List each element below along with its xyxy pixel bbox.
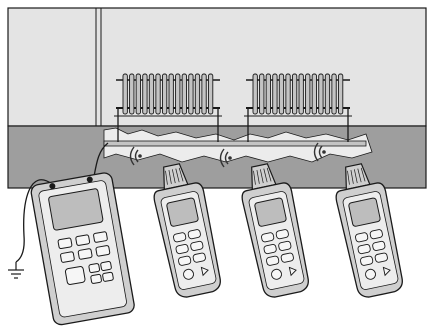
ground-symbol-icon bbox=[8, 262, 24, 278]
radiator-fin bbox=[338, 74, 342, 114]
radiator-fin bbox=[312, 74, 316, 114]
radiator-fin bbox=[273, 74, 277, 114]
radiator-fin bbox=[202, 74, 206, 114]
receiver-screen bbox=[166, 198, 198, 227]
radiator-fin bbox=[325, 74, 329, 114]
radiator-fin bbox=[143, 74, 147, 114]
radiator-fin bbox=[176, 74, 180, 114]
radiator-fin bbox=[149, 74, 153, 114]
buried-pipe bbox=[104, 141, 366, 146]
radiator-fin bbox=[306, 74, 310, 114]
radiator-fin bbox=[136, 74, 140, 114]
radiator-fin bbox=[130, 74, 134, 114]
radiator-fin bbox=[260, 74, 264, 114]
radiator-fin bbox=[332, 74, 336, 114]
radiator-fin bbox=[195, 74, 199, 114]
radiator-fin bbox=[208, 74, 212, 114]
radiator-fin bbox=[319, 74, 323, 114]
radiator-fin bbox=[169, 74, 173, 114]
signal-dot bbox=[322, 150, 326, 154]
radiator-fin bbox=[299, 74, 303, 114]
radiator-fin bbox=[266, 74, 270, 114]
transmitter-unit bbox=[30, 172, 135, 326]
radiator-fin bbox=[156, 74, 160, 114]
room bbox=[8, 8, 426, 188]
receiver-screen bbox=[348, 198, 380, 227]
radiator-fin bbox=[253, 74, 257, 114]
radiator-fin bbox=[279, 74, 283, 114]
signal-dot bbox=[228, 156, 232, 160]
radiator-fin bbox=[286, 74, 290, 114]
radiator-fin bbox=[189, 74, 193, 114]
radiator-fin bbox=[292, 74, 296, 114]
radiator-fin bbox=[182, 74, 186, 114]
signal-dot bbox=[138, 154, 142, 158]
receiver-screen bbox=[254, 198, 286, 227]
radiator-fin bbox=[123, 74, 127, 114]
radiator-fin bbox=[162, 74, 166, 114]
